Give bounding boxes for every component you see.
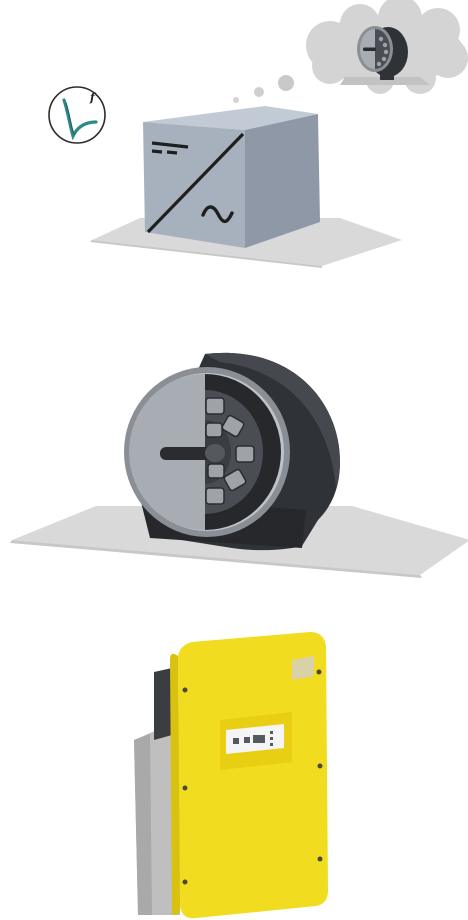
thought-cloud — [233, 0, 468, 103]
magnet — [206, 398, 224, 414]
thought-bubble-small — [233, 97, 239, 103]
thought-bubble-large — [278, 75, 294, 91]
screw — [183, 688, 188, 693]
screw — [318, 857, 323, 862]
magnet — [208, 464, 224, 478]
screw — [317, 670, 322, 675]
frequency-badge: f — [49, 87, 105, 143]
magnet — [206, 423, 222, 437]
magnet — [236, 446, 254, 462]
inverter — [134, 632, 328, 918]
thought-bubble-medium — [254, 87, 264, 97]
frequency-badge-circle — [49, 87, 105, 143]
converter-box — [90, 106, 402, 268]
inverter-wall-shade — [134, 734, 152, 915]
magnet — [206, 488, 224, 504]
screw — [318, 764, 323, 769]
inverter-back — [154, 668, 172, 740]
inverter-vent — [292, 656, 314, 680]
flywheel-shaft-hub — [205, 444, 225, 462]
flywheel — [10, 353, 468, 578]
screw — [183, 786, 188, 791]
screw — [183, 880, 188, 885]
